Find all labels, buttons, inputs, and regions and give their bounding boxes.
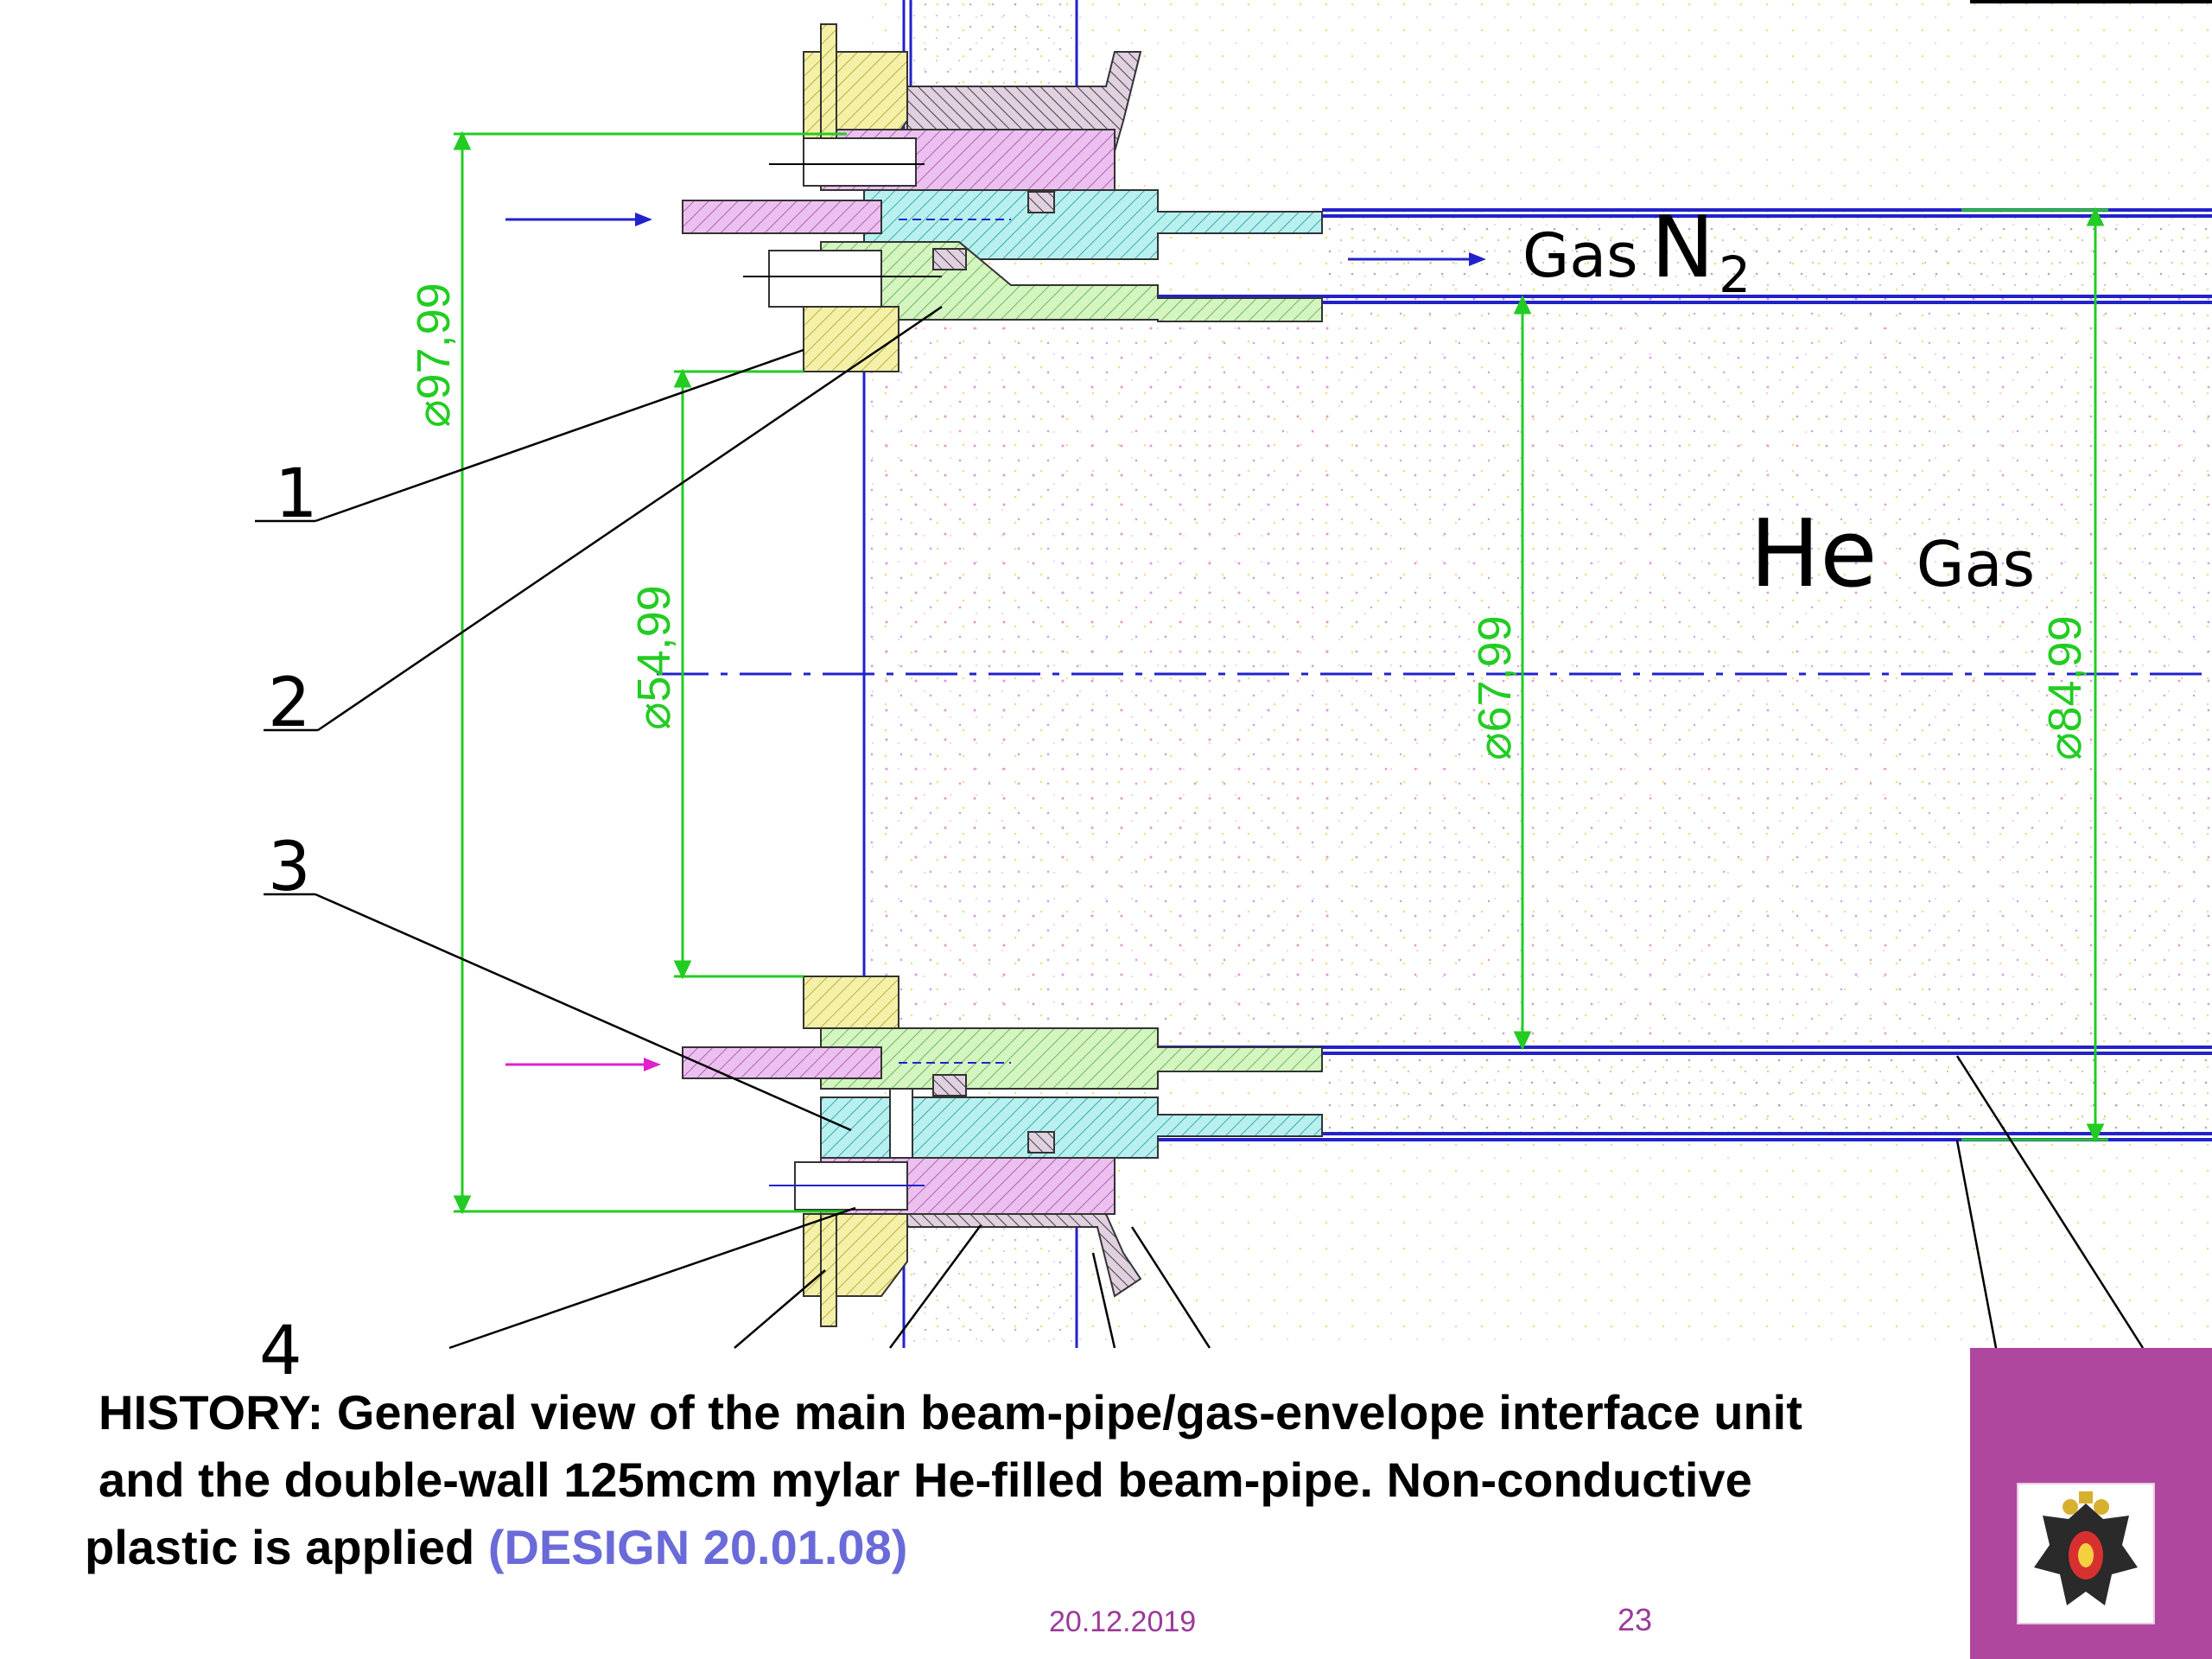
technical-drawing: ⌀97,99 ⌀54,99 ⌀67,99 ⌀84,99 Gas N 2 He G… <box>255 0 2212 1390</box>
page-number: 23 <box>1618 1602 1653 1637</box>
slide-caption: HISTORY: General view of the main beam-p… <box>85 1379 2055 1581</box>
gas-label-n2: Gas N 2 <box>1522 199 1751 304</box>
pipe-walls <box>1158 208 2212 1141</box>
callout-1: 1 <box>275 455 318 533</box>
emblem-logo <box>2017 1483 2155 1624</box>
caption-line-3: plastic is applied (DESIGN 20.01.08) <box>85 1514 2055 1581</box>
n2-gap-bottom <box>1322 1050 2212 1136</box>
flow-arrows <box>505 213 1486 1071</box>
n2-gap-top <box>1322 212 2212 298</box>
caption-line-1: HISTORY: General view of the main beam-p… <box>99 1385 1802 1440</box>
emblem-icon <box>2034 1491 2138 1605</box>
dimension-d67: ⌀67,99 <box>1469 615 1521 760</box>
dimension-d97: ⌀97,99 <box>408 283 460 428</box>
footer-date: 20.12.2019 <box>1049 1605 1197 1638</box>
gas-word: Gas <box>1522 220 1638 291</box>
caption-line-2: and the double-wall 125mcm mylar He-fill… <box>99 1452 1752 1507</box>
n2-symbol: N <box>1651 199 1714 297</box>
callout-leaders <box>255 305 2145 1350</box>
he-gas-word: Gas <box>1916 528 2035 601</box>
bottom-flange-assembly <box>682 976 1323 1327</box>
dimension-d54: ⌀54,99 <box>628 585 680 730</box>
inner-chamber <box>864 294 1331 1050</box>
top-flange-assembly <box>682 23 1323 372</box>
dimension-lines <box>453 130 2108 1215</box>
callout-2: 2 <box>268 664 311 742</box>
n2-subscript: 2 <box>1719 245 1751 304</box>
top-corner-bar <box>1970 0 2212 3</box>
callout-4: 4 <box>259 1313 302 1390</box>
dimension-d84: ⌀84,99 <box>2039 615 2091 760</box>
caption-line-3-text: plastic is applied <box>85 1520 488 1574</box>
he-symbol: He <box>1750 500 1878 608</box>
design-date: (DESIGN 20.01.08) <box>487 1520 908 1574</box>
callout-3: 3 <box>268 829 311 906</box>
wall-gap-bottom <box>904 1210 1077 1348</box>
gas-label-he: He Gas <box>1750 500 2035 608</box>
